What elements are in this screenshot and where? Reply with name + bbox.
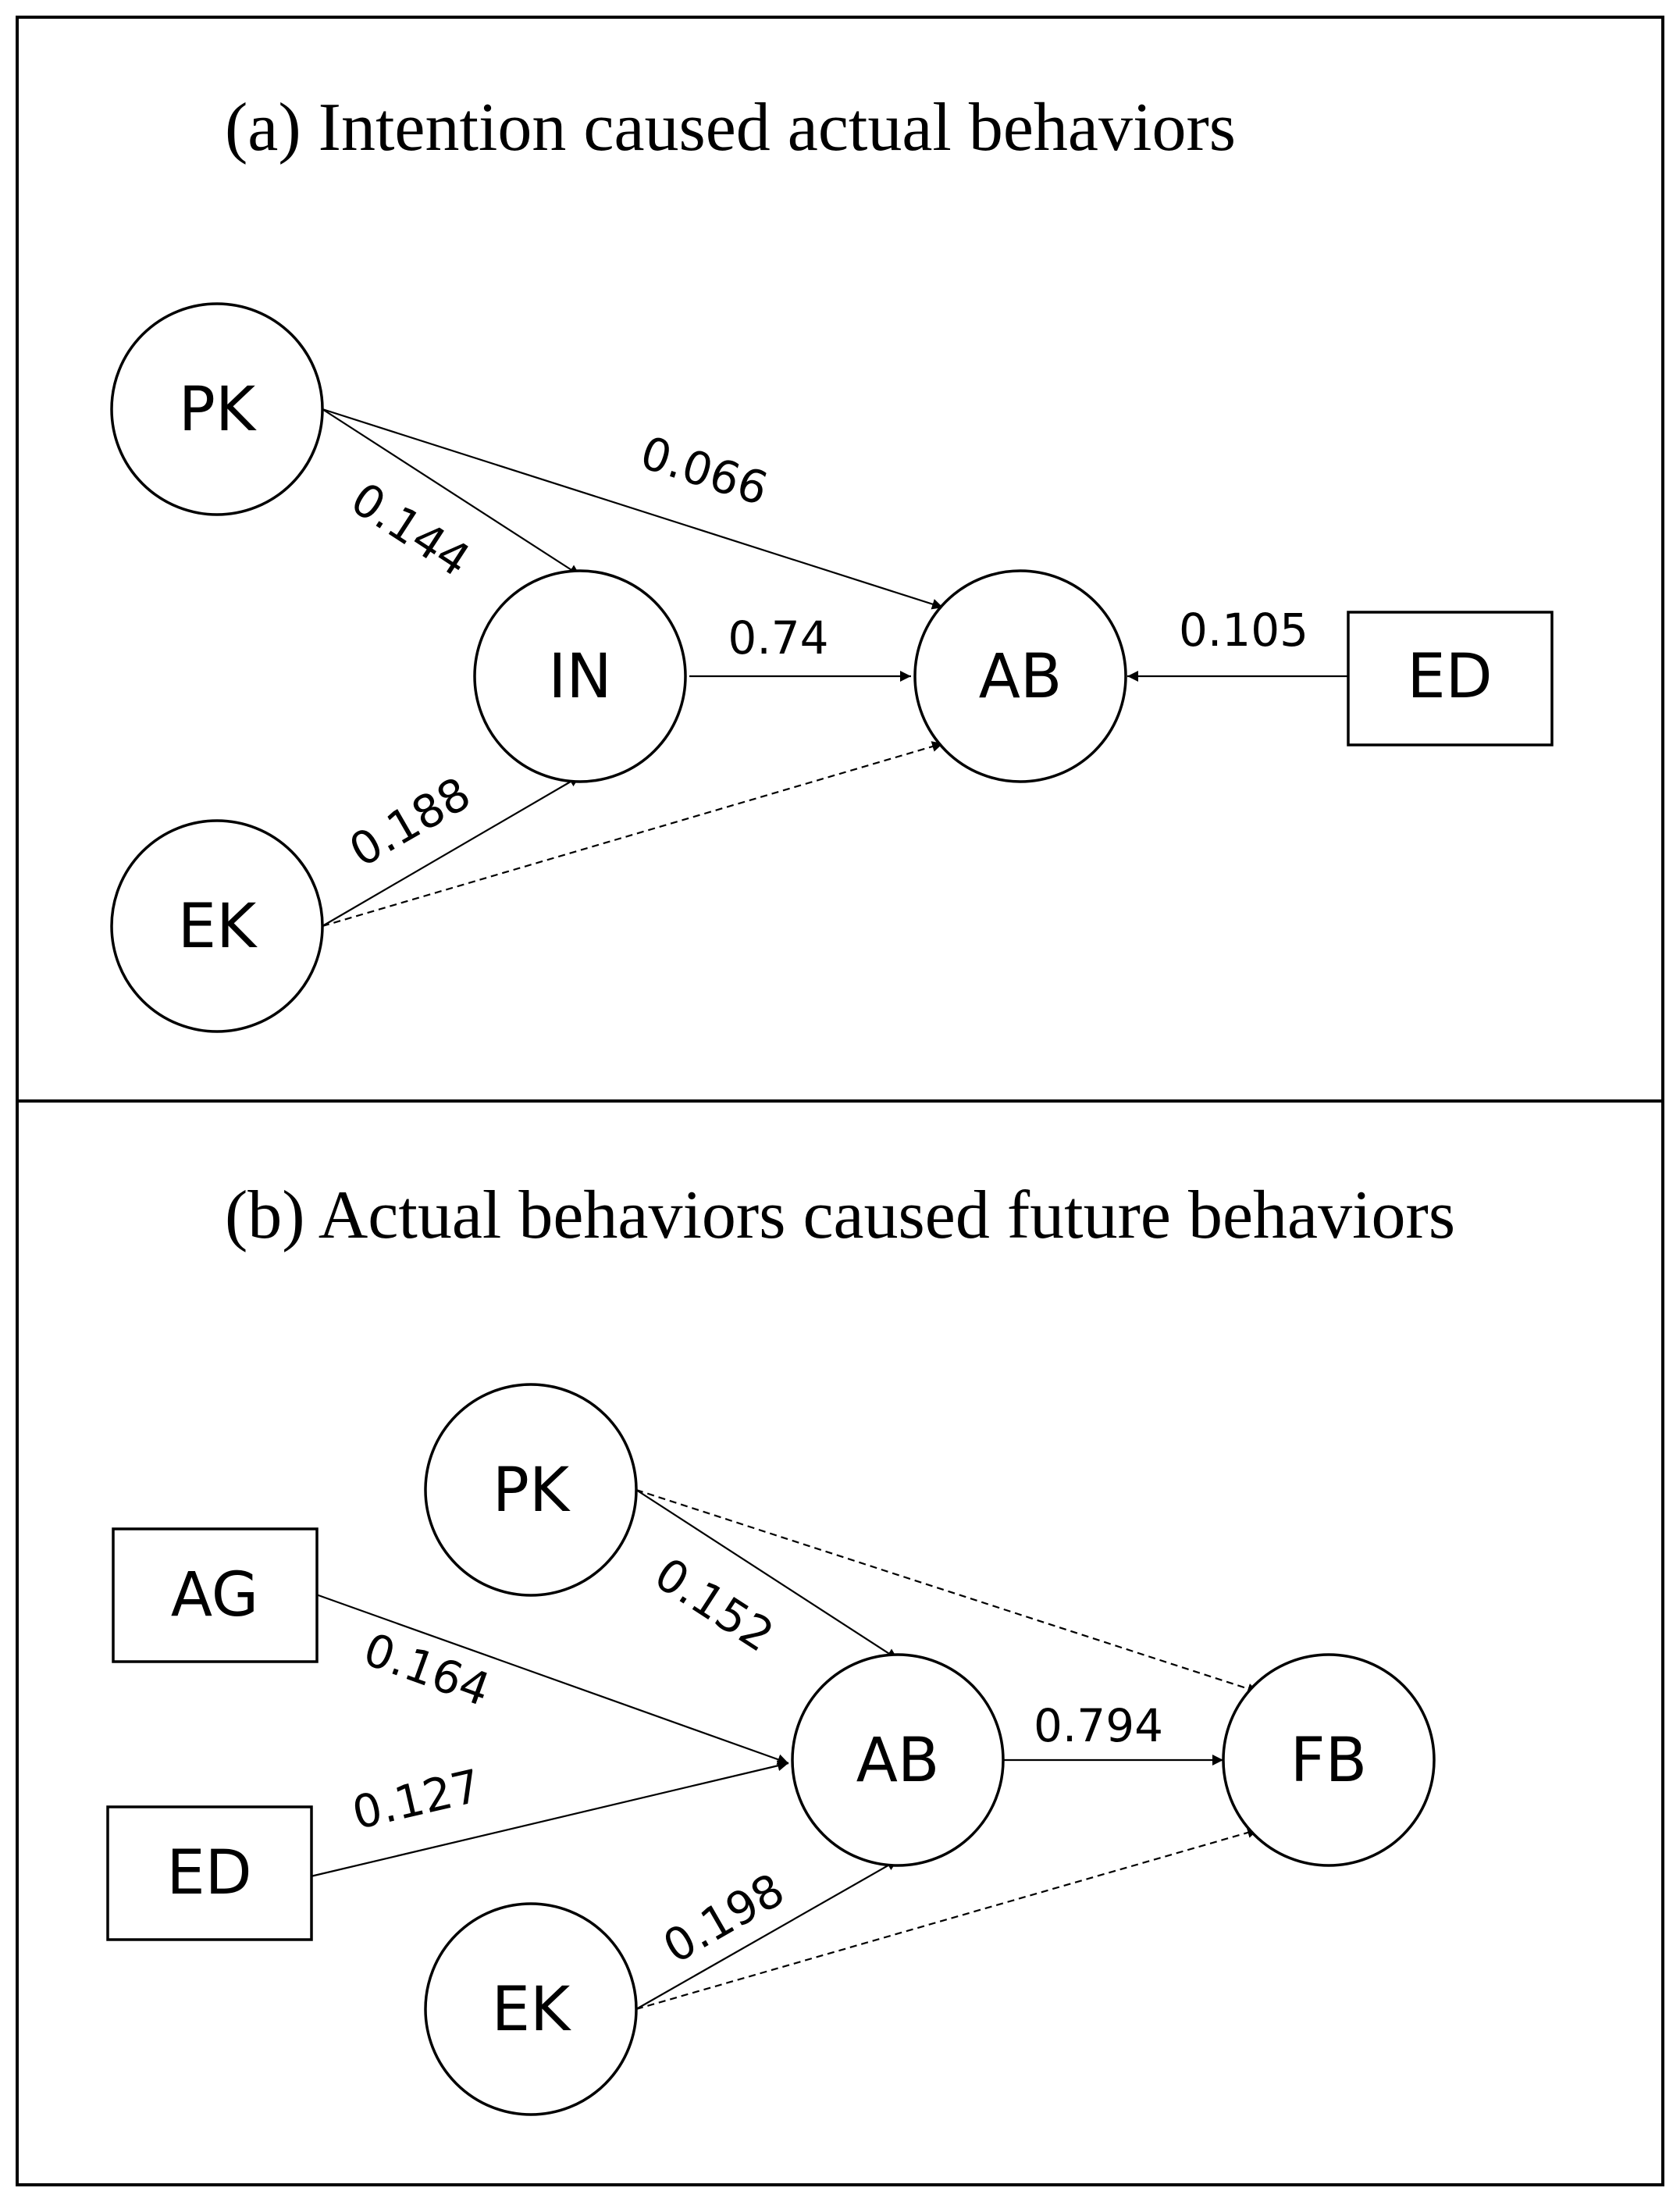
edge-pk-to-fb-dashed [635, 1488, 1259, 1694]
node-pk: PK [110, 302, 324, 516]
coef-ek-ab: 0.198 [654, 1863, 793, 1974]
node-ab: AB [913, 569, 1127, 783]
panel-b-frame [16, 1099, 1664, 2186]
node-pk-label: PK [493, 1456, 571, 1526]
panel-b-title: (b) Actual behaviors caused future behav… [225, 1178, 1455, 1253]
coef-ed-ab: 0.127 [347, 1759, 486, 1840]
node-ek: EK [424, 1902, 638, 2116]
node-ed: ED [106, 1805, 313, 1941]
node-in-label: IN [548, 642, 611, 712]
coef-ek-in: 0.188 [340, 767, 479, 878]
node-in: IN [473, 569, 687, 783]
coef-ed-ab: 0.105 [1179, 604, 1308, 657]
node-ag-label: AG [171, 1560, 258, 1630]
coef-pk-ab: 0.066 [635, 426, 774, 515]
node-fb: FB [1222, 1653, 1436, 1867]
coef-ab-fb: 0.794 [1034, 1699, 1163, 1752]
node-ed: ED [1347, 611, 1554, 746]
edge-ed-to-ab [310, 1760, 789, 1878]
edge-pk-to-ab [635, 1489, 899, 1660]
node-pk: PK [424, 1383, 638, 1597]
node-ab: AB [791, 1653, 1005, 1867]
edge-ek-to-in [322, 775, 581, 927]
node-ab-label: AB [979, 642, 1062, 712]
node-ek: EK [110, 819, 324, 1033]
edge-pk-to-in [322, 408, 581, 576]
node-ek-label: EK [178, 892, 258, 962]
coef-ag-ab: 0.164 [357, 1623, 497, 1717]
node-fb-label: FB [1290, 1726, 1367, 1796]
panel-a-title: (a) Intention caused actual behaviors [225, 90, 1236, 166]
node-ek-label: EK [492, 1975, 571, 2045]
edge-ag-to-ab [315, 1593, 789, 1765]
coef-pk-in: 0.144 [342, 472, 479, 586]
coef-in-ab: 0.74 [728, 611, 828, 665]
edge-ek-to-fb-dashed [635, 1827, 1259, 2011]
edge-pk-to-ab [322, 408, 944, 610]
node-ag: AG [112, 1527, 319, 1663]
node-ed-label: ED [166, 1838, 251, 1908]
edge-ek-to-ab [635, 1859, 899, 2010]
coef-pk-ab: 0.152 [646, 1547, 783, 1662]
panel-a: (a) Intention caused actual behaviors 0.… [110, 90, 1554, 1033]
panel-b: (b) Actual behaviors caused future behav… [106, 1178, 1455, 2116]
node-ab-label: AB [856, 1726, 940, 1796]
node-ed-label: ED [1407, 642, 1492, 712]
edge-ek-to-ab-dashed [322, 741, 944, 928]
node-pk-label: PK [179, 375, 257, 445]
